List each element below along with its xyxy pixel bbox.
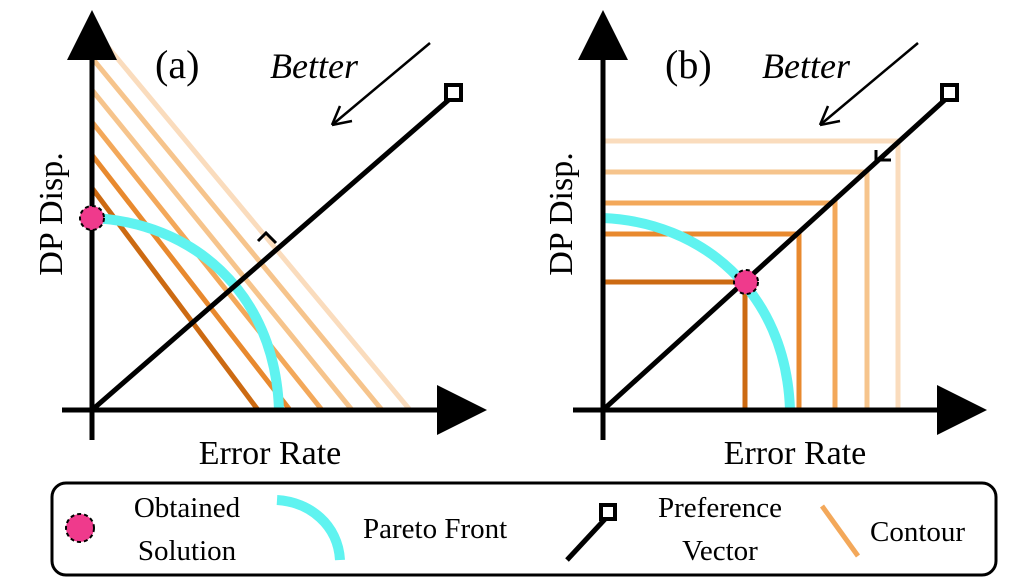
panel-a-preference-vector-end xyxy=(444,83,463,102)
panel-a-x-axis-label: Error Rate xyxy=(199,435,342,472)
panel-a-better-label: Better xyxy=(270,46,359,86)
panel-b-obtained-solution xyxy=(733,269,759,295)
legend-contour-marker xyxy=(819,504,861,558)
panel-b-preference-vector-end xyxy=(940,83,959,102)
panel-a-contour-5 xyxy=(90,56,384,412)
panel-b-better-arrow-head xyxy=(818,105,841,127)
panel-a-contours xyxy=(89,26,412,412)
panel-b-label: (b) xyxy=(665,42,712,87)
panel-b: (b) Better DP Disp. Error Rate xyxy=(543,10,987,472)
panel-b-better-label: Better xyxy=(762,46,851,86)
panel-a-obtained-solution xyxy=(79,205,105,231)
panel-a-y-axis-label: DP Disp. xyxy=(33,152,70,275)
panel-b-y-axis-label: DP Disp. xyxy=(543,152,580,275)
panel-a-pareto-front xyxy=(91,213,284,411)
legend-obtained-solution-marker xyxy=(65,513,95,543)
panel-a-label: (a) xyxy=(155,42,199,87)
panel-a-right-angle-marker xyxy=(256,230,278,245)
panel-b-contour-3 xyxy=(603,200,838,410)
panel-a: (a) Better DP Disp. Error Rate xyxy=(33,10,487,472)
panel-b-preference-vector xyxy=(601,95,950,412)
legend-preference-label-2: Vector xyxy=(682,535,758,567)
panel-a-preference-vector xyxy=(90,95,454,412)
legend-preference-vector-marker xyxy=(565,516,608,562)
legend-pareto-front-label: Pareto Front xyxy=(363,513,507,545)
legend-obtained-label-1: Obtained xyxy=(134,492,241,524)
legend-preference-vector-end xyxy=(599,503,617,521)
legend-contour-label: Contour xyxy=(870,516,965,548)
panel-a-better-arrow-head xyxy=(330,105,353,127)
legend: Obtained Solution Pareto Front Preferenc… xyxy=(50,481,998,577)
panel-a-contour-2 xyxy=(90,153,292,412)
panel-a-contour-6 xyxy=(90,26,412,412)
panel-b-better-arrow xyxy=(819,42,919,126)
panel-b-pareto-front xyxy=(602,213,795,411)
legend-pareto-front-marker xyxy=(276,495,345,561)
panel-a-better-arrow xyxy=(331,42,431,126)
panel-b-x-axis-label: Error Rate xyxy=(724,435,867,472)
panel-a-contour-4 xyxy=(90,88,354,412)
legend-obtained-label-2: Solution xyxy=(138,535,237,567)
legend-preference-label-1: Preference xyxy=(658,492,782,524)
panel-b-right-angle-marker xyxy=(874,150,891,162)
panel-a-contour-3 xyxy=(90,120,324,412)
